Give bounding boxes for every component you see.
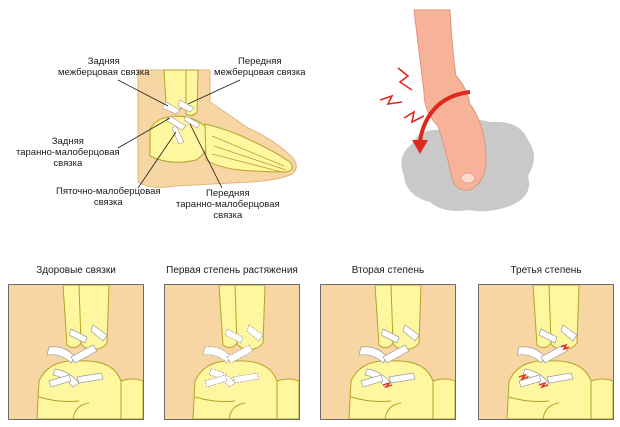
bone-contour: [228, 402, 246, 419]
label-line: межберцовая связка: [214, 67, 306, 78]
label-line: Передняя: [206, 188, 250, 199]
ligament-group: [358, 324, 420, 388]
label-line: связка: [213, 210, 243, 221]
full-tear-mark: [560, 343, 570, 351]
fibula-bone: [185, 69, 199, 117]
stage-panel-first-degree: [164, 284, 300, 420]
stage-ankle-illustration: [165, 285, 299, 419]
label-posterior-talofibular: Задняя таранно-малоберцовая связка: [16, 136, 120, 169]
navicular-bone: [276, 378, 299, 419]
leader-lines: [117, 79, 241, 189]
label-line: связка: [53, 158, 83, 169]
bone-contour: [194, 396, 236, 402]
stage-ankle-illustration: [9, 285, 143, 419]
stage-panel-healthy: [8, 284, 144, 420]
ligament-group: [202, 324, 264, 388]
twisted-leg: [413, 9, 487, 191]
label-posterior-intertibial: Задняя межберцовая связка: [58, 56, 150, 78]
talus-bone: [36, 360, 122, 419]
navicular-bone: [590, 378, 613, 419]
full-tear-mark: [538, 381, 549, 389]
stage-panel-third-degree: [478, 284, 614, 420]
toe-lines: [211, 135, 287, 173]
navicular-bone: [120, 378, 143, 419]
label-line: связка: [93, 197, 123, 208]
bone-contour: [384, 402, 402, 419]
partial-tear-mark: [382, 381, 393, 389]
label-line: таранно-малоберцовая: [176, 199, 280, 210]
stage-caption: Вторая степень: [351, 265, 425, 276]
talus-bone: [192, 360, 278, 419]
label-line: Задняя: [51, 136, 84, 147]
stage-caption: Здоровые связки: [36, 265, 116, 276]
pain-zigzag-icon: [397, 67, 413, 91]
stage-ankle-illustration: [321, 285, 455, 419]
stage-panel-second-degree: [320, 284, 456, 420]
stage-caption: Третья степень: [510, 265, 582, 276]
full-tear-mark: [518, 373, 529, 381]
bone-contour: [350, 396, 392, 402]
ligament-group: [46, 324, 108, 388]
bone-contour: [72, 402, 90, 419]
label-line: межберцовая связка: [58, 67, 150, 78]
talus-bone: [348, 360, 434, 419]
label-line: Передняя: [237, 56, 282, 67]
label-line: Задняя: [87, 56, 120, 67]
talus-bone: [506, 360, 592, 419]
label-anterior-intertibial: Передняя межберцовая связка: [214, 56, 306, 78]
label-line: таранно-малоберцовая: [16, 147, 120, 158]
label-anterior-talofibular: Передняя таранно-малоберцовая связка: [176, 188, 280, 221]
pain-zigzag-icon: [403, 110, 425, 124]
bone-contour: [508, 396, 550, 402]
pain-zigzag-icon: [379, 94, 403, 106]
stage-caption: Первая степень растяжения: [166, 265, 298, 276]
bone-contour: [542, 402, 560, 419]
label-line: Пяточно-малоберцовая: [56, 186, 161, 197]
navicular-bone: [432, 378, 455, 419]
bone-contour: [38, 396, 80, 402]
ligament-group: [516, 324, 578, 388]
twist-arrowhead: [412, 140, 428, 154]
twist-arrow: [418, 90, 471, 145]
stage-ankle-illustration: [479, 285, 613, 419]
big-toe: [460, 172, 476, 184]
label-calcaneofibular: Пяточно-малоберцовая связка: [56, 186, 161, 208]
